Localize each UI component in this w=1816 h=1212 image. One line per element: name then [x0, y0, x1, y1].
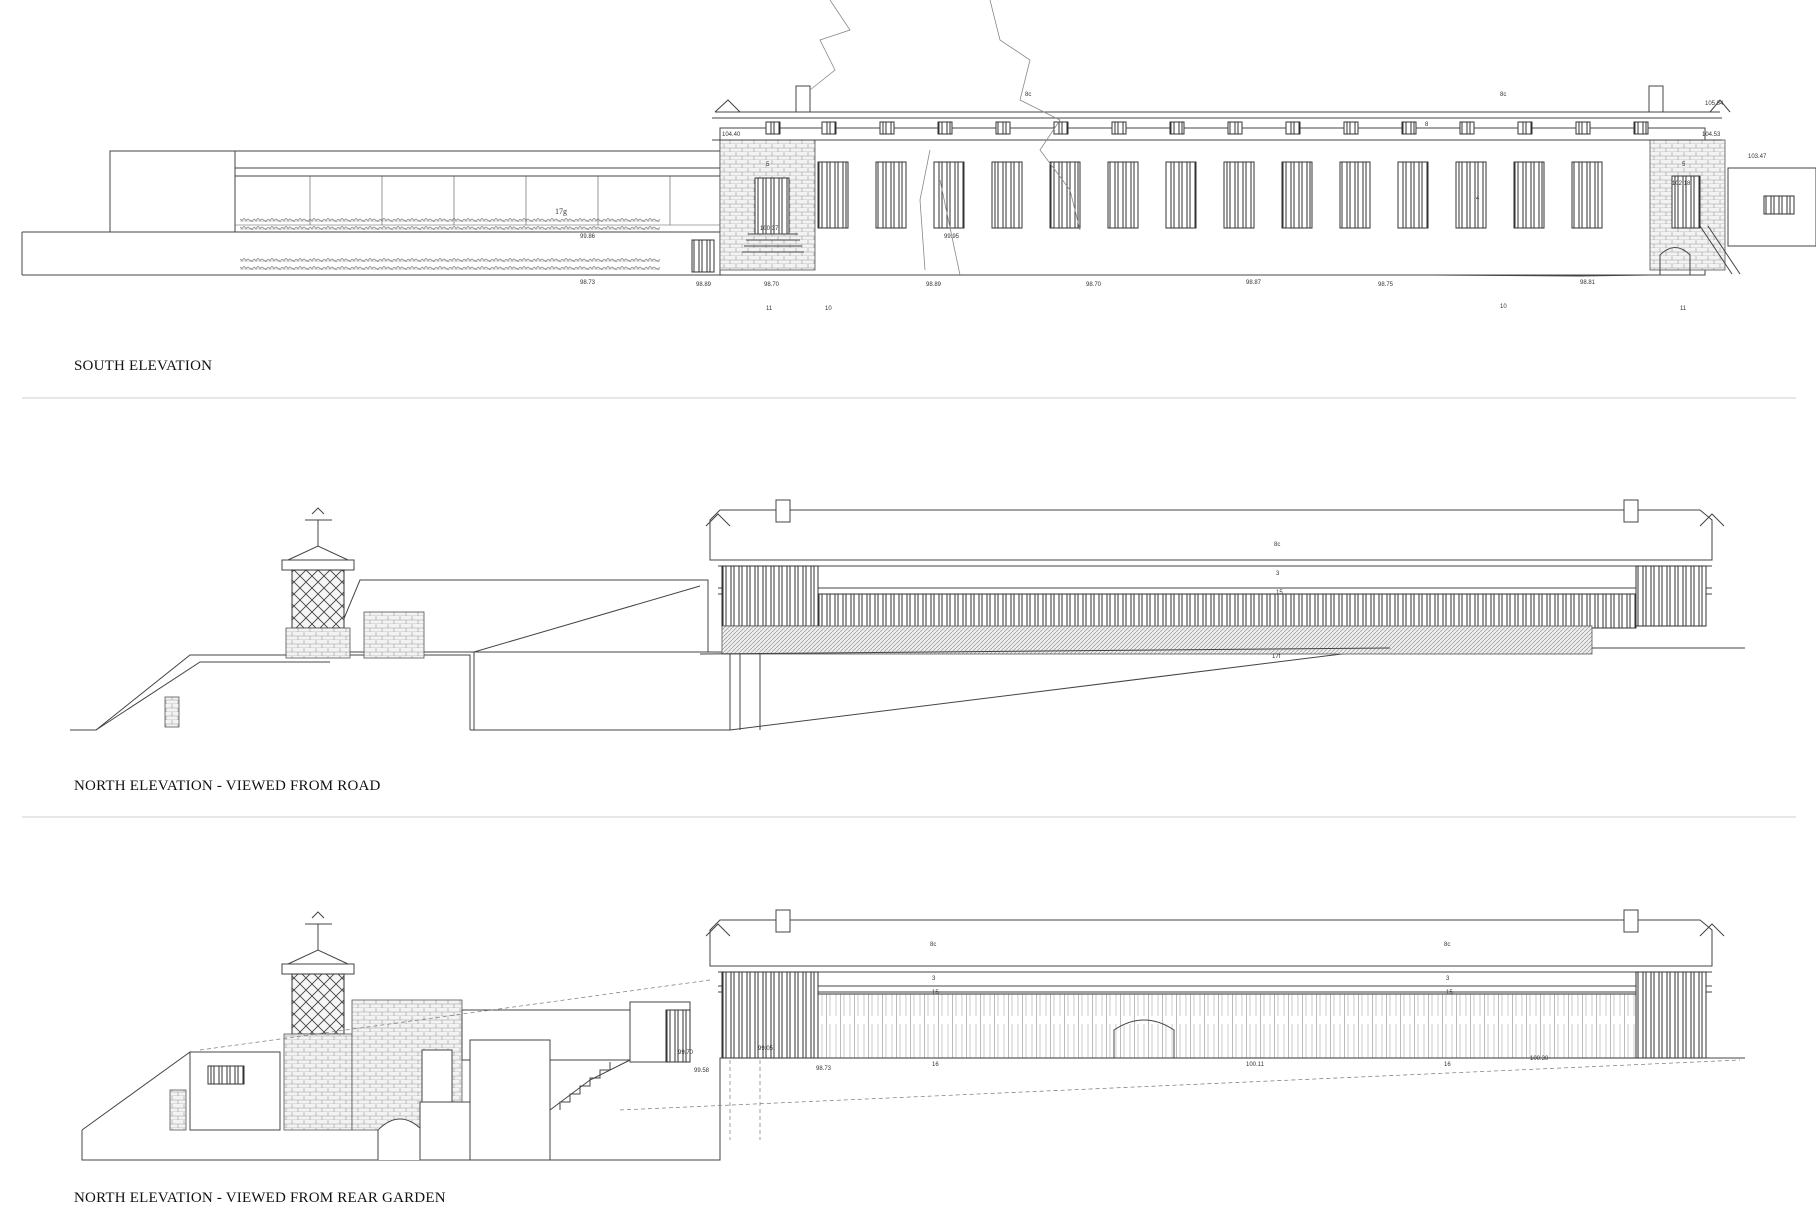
svg-text:98.81: 98.81	[1580, 280, 1596, 286]
svg-text:98.89: 98.89	[926, 282, 942, 288]
stable-doors-row	[817, 993, 1637, 1059]
svg-text:98.75: 98.75	[1378, 282, 1394, 288]
garden-gate	[691, 239, 715, 273]
svg-text:3: 3	[1276, 571, 1280, 577]
svg-text:15: 15	[932, 990, 939, 996]
svg-text:98.87: 98.87	[1246, 280, 1262, 286]
stable-door-bays	[817, 161, 1603, 229]
svg-text:5: 5	[1682, 162, 1686, 168]
svg-text:99.95: 99.95	[944, 234, 960, 240]
svg-text:102.18: 102.18	[1672, 181, 1691, 187]
svg-text:16: 16	[1444, 1062, 1451, 1068]
north-elevation-garden: 8c 8c 3 3 15 15 16 16 99.70 99.58 99.05 …	[74, 909, 1745, 1206]
svg-text:105.84: 105.84	[1705, 101, 1724, 107]
svg-text:3: 3	[1446, 976, 1450, 982]
entrance-door-left	[754, 177, 790, 235]
svg-text:17g: 17g	[555, 207, 567, 216]
north-road-elevation-title: NORTH ELEVATION - VIEWED FROM ROAD	[74, 778, 381, 794]
svg-text:98.73: 98.73	[816, 1066, 832, 1072]
svg-text:8c: 8c	[930, 942, 936, 948]
svg-text:103.47: 103.47	[1748, 154, 1767, 160]
svg-text:98.70: 98.70	[764, 282, 780, 288]
svg-text:8c: 8c	[1274, 542, 1280, 548]
svg-text:11: 11	[1680, 306, 1687, 312]
south-elevation-title: SOUTH ELEVATION	[74, 358, 212, 374]
svg-text:16: 16	[932, 1062, 939, 1068]
south-elevation: 8c 8c 8 105.84 104.40 104.53 103.47 100.…	[21, 0, 1816, 374]
entrance-door-right	[1671, 175, 1701, 229]
svg-text:5: 5	[766, 162, 770, 168]
svg-text:10: 10	[825, 306, 832, 312]
svg-text:15: 15	[1446, 990, 1453, 996]
chimney	[795, 85, 811, 113]
north-elevation-road: 8c 3 15 17f NORTH ELEVATION - VIEWED FRO…	[70, 499, 1745, 794]
svg-text:8c: 8c	[1025, 92, 1031, 98]
svg-text:3: 3	[932, 976, 936, 982]
rear-main-block	[709, 919, 1713, 967]
clock-tower	[281, 911, 355, 1131]
svg-text:8: 8	[1425, 122, 1429, 128]
clock-tower	[281, 507, 355, 659]
svg-text:100.30: 100.30	[1530, 1056, 1549, 1062]
svg-text:98.89: 98.89	[696, 282, 712, 288]
svg-text:99.86: 99.86	[580, 234, 596, 240]
svg-text:99.58: 99.58	[694, 1068, 710, 1074]
svg-text:100.11: 100.11	[1246, 1062, 1265, 1068]
svg-text:98.73: 98.73	[580, 280, 596, 286]
svg-text:10: 10	[1500, 304, 1507, 310]
north-main-block	[709, 509, 1713, 561]
svg-text:104.40: 104.40	[722, 132, 741, 138]
embankment	[721, 625, 1593, 655]
attic-vents	[765, 121, 1649, 135]
svg-text:17f: 17f	[1272, 654, 1281, 660]
chimney	[1648, 85, 1664, 113]
svg-text:8c: 8c	[1500, 92, 1506, 98]
svg-text:4: 4	[1476, 196, 1480, 202]
tree-outline	[809, 0, 1081, 276]
svg-text:15: 15	[1276, 590, 1283, 596]
svg-text:99.05: 99.05	[758, 1046, 774, 1052]
svg-text:100.37: 100.37	[760, 226, 779, 232]
south-main-block	[719, 127, 1706, 276]
svg-text:11: 11	[766, 306, 773, 312]
svg-text:8c: 8c	[1444, 942, 1450, 948]
north-garden-elevation-title: NORTH ELEVATION - VIEWED FROM REAR GARDE…	[74, 1190, 446, 1206]
svg-text:98.70: 98.70	[1086, 282, 1102, 288]
svg-text:99.70: 99.70	[678, 1050, 694, 1056]
svg-text:104.53: 104.53	[1702, 132, 1721, 138]
